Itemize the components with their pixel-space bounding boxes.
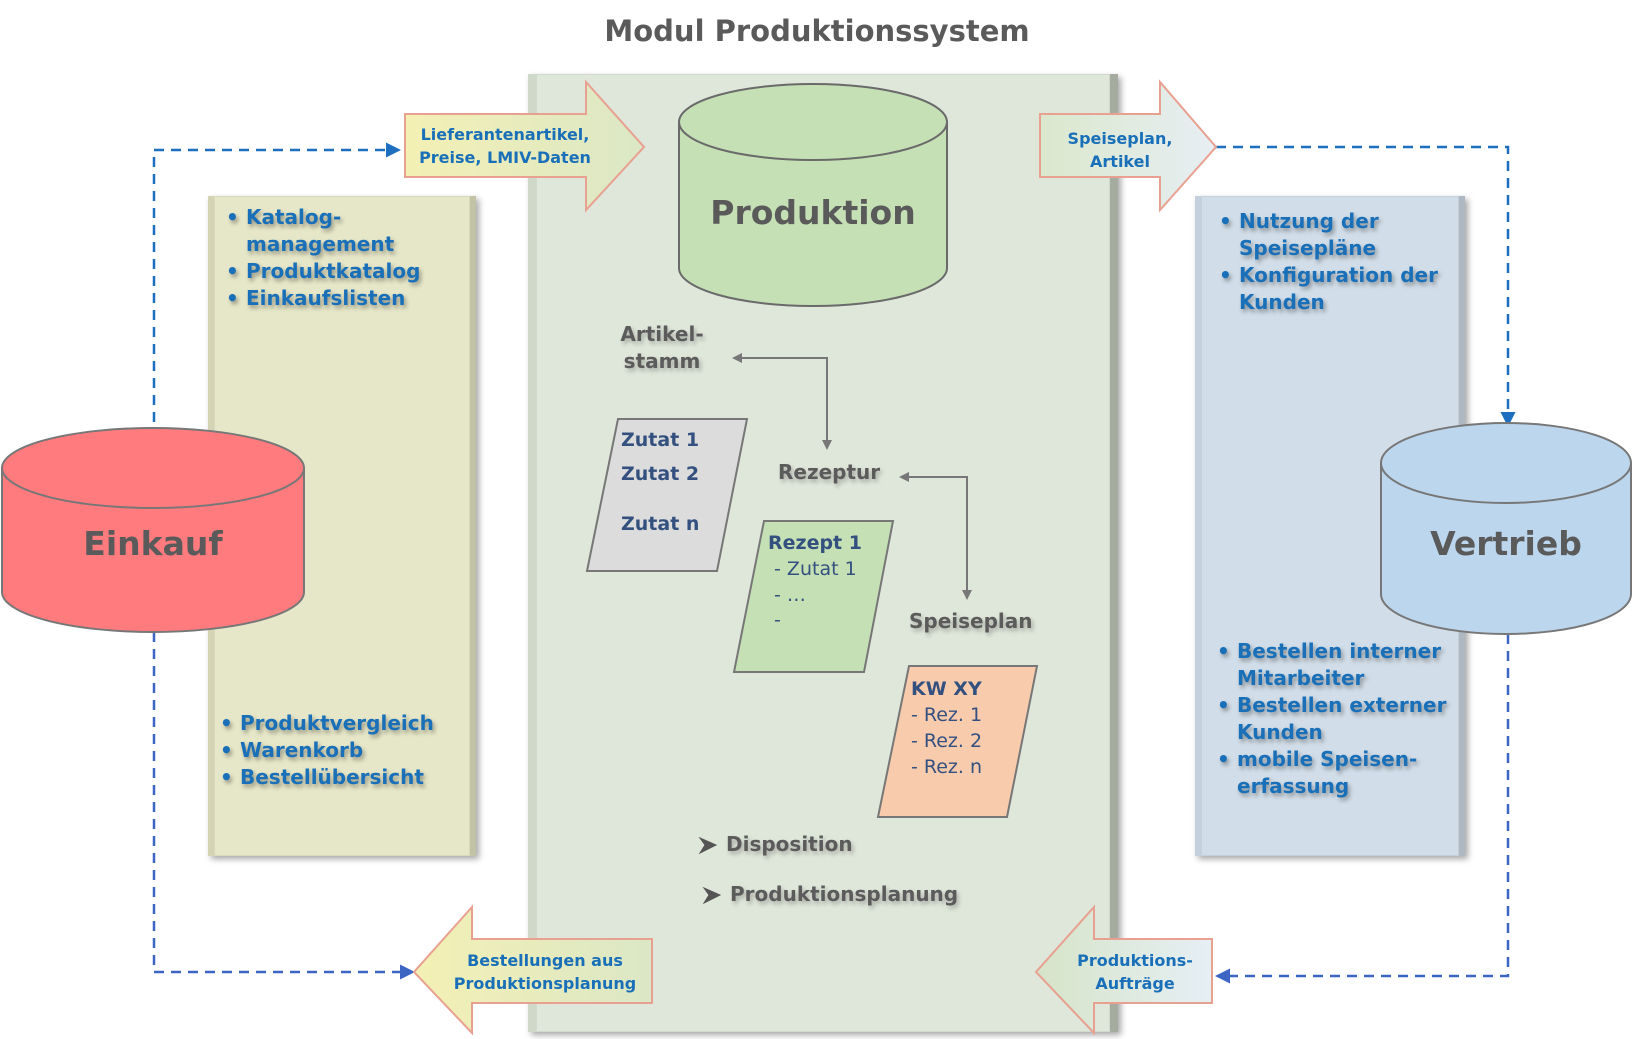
kw-item: - Rez. 2 [911,730,983,752]
rezept-item: - [768,609,781,631]
list-item: Bestellen externer Kunden [1217,692,1446,746]
diagram-title: Modul Produktionssystem [604,14,1030,48]
zutat-item: Zutat 2 [621,463,700,485]
list-item: Produktkatalog [226,258,420,285]
task-produktionsplanung: Produktionsplanung [730,882,959,906]
speiseplan-label: Speiseplan [909,609,1033,633]
kw-item: KW XY [911,678,982,700]
speiseplan-artikel-arrow-label: Speiseplan, Artikel [1067,129,1173,171]
list-item: Konfiguration der Kunden [1219,262,1438,316]
list-item: Nutzung der Speisepläne [1219,208,1438,262]
vertrieb-top-list: Nutzung der Speisepläne Konfiguration de… [1219,208,1438,316]
list-item: Einkaufslisten [226,285,420,312]
einkauf-top-list: Katalog- management Produktkatalog Einka… [226,204,420,312]
einkauf-label: Einkauf [83,524,223,563]
einkauf-bottom-list: Produktvergleich Warenkorb Bestellübersi… [220,710,434,791]
kw-item: - Rez. 1 [911,704,983,726]
produktionsauftraege-arrow-label: Produktions- Aufträge [1077,951,1193,993]
list-item: Bestellen interner Mitarbeiter [1217,638,1446,692]
zutat-item: Zutat 1 [621,429,700,451]
vertrieb-label: Vertrieb [1430,524,1582,563]
kw-item: - Rez. n [911,756,983,778]
artikelstamm-label: Artikel- stamm [620,322,704,373]
zutat-item: Zutat n [621,513,700,535]
bestellungen-arrow-label: Bestellungen aus Produktionsplanung [453,951,637,993]
list-item: Produktvergleich [220,710,434,737]
list-item: Katalog- management [226,204,420,258]
lieferanten-arrow-label: Lieferantenartikel, Preise, LMIV-Daten [419,125,591,167]
list-item: mobile Speisen- erfassung [1217,746,1446,800]
rezept-item: - … [768,584,806,606]
list-item: Bestellübersicht [220,764,434,791]
rezept-item: Rezept 1 [768,532,862,554]
produktion-label: Produktion [710,193,916,232]
vertrieb-bottom-list: Bestellen interner Mitarbeiter Bestellen… [1217,638,1446,800]
rezeptur-label: Rezeptur [778,460,881,484]
task-disposition: Disposition [726,832,853,856]
list-item: Warenkorb [220,737,434,764]
rezept-item: - Zutat 1 [768,558,857,580]
